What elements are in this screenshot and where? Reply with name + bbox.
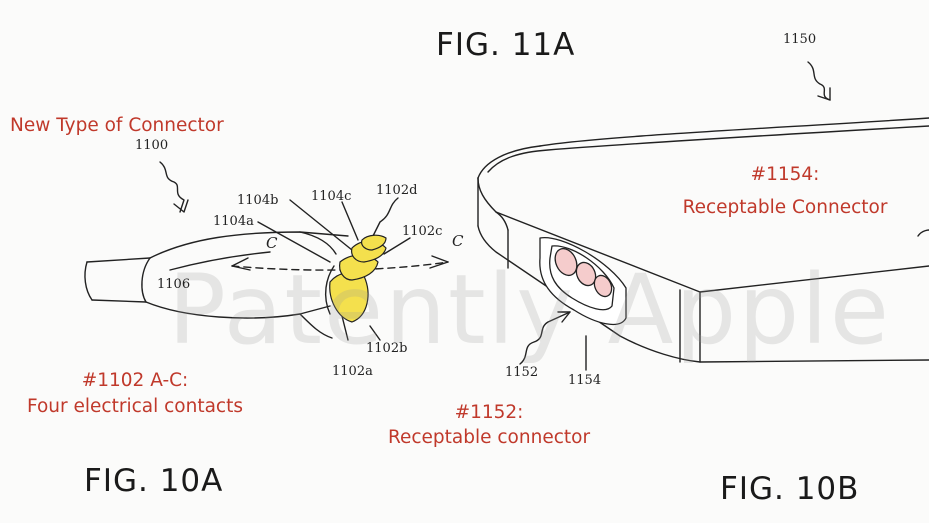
ref-1104a: 1104a <box>213 214 254 229</box>
ref-1106: 1106 <box>157 277 191 292</box>
ref-1150: 1150 <box>783 32 817 47</box>
ref-1102d: 1102d <box>376 183 418 198</box>
ref-1102a: 1102a <box>332 364 373 379</box>
receptable-port <box>539 237 627 326</box>
figure-title-11a: FIG. 11A <box>436 27 576 63</box>
electrical-contacts <box>329 234 387 323</box>
ref-1104b: 1104b <box>237 193 279 208</box>
section-mark-c-left: C <box>266 234 278 252</box>
annotation-receptable2-desc: Receptable Connector <box>682 197 888 218</box>
annotation-receptable-id: #1152: <box>454 402 524 423</box>
ref-1104c: 1104c <box>311 189 352 204</box>
figure-title-10a: FIG. 10A <box>84 463 224 499</box>
ref-1102c: 1102c <box>402 224 443 239</box>
ref-1152: 1152 <box>505 365 539 380</box>
annotation-contacts-desc: Four electrical contacts <box>27 396 243 417</box>
ref-1102b: 1102b <box>366 341 408 356</box>
annotation-receptable2-id: #1154: <box>750 164 820 185</box>
annotation-receptable-desc: Receptable connector <box>387 427 591 448</box>
annotation-contacts-id: #1102 A-C: <box>81 370 189 391</box>
figure-title-10b: FIG. 10B <box>720 471 860 507</box>
watermark-text: Patently Apple <box>168 254 891 366</box>
ref-1154: 1154 <box>568 373 602 388</box>
annotation-new-connector: New Type of Connector <box>10 115 224 136</box>
section-mark-c-right: C <box>452 232 464 250</box>
device-drawing <box>477 61 929 371</box>
connector-plug-drawing <box>84 161 449 341</box>
ref-1100: 1100 <box>135 138 169 153</box>
